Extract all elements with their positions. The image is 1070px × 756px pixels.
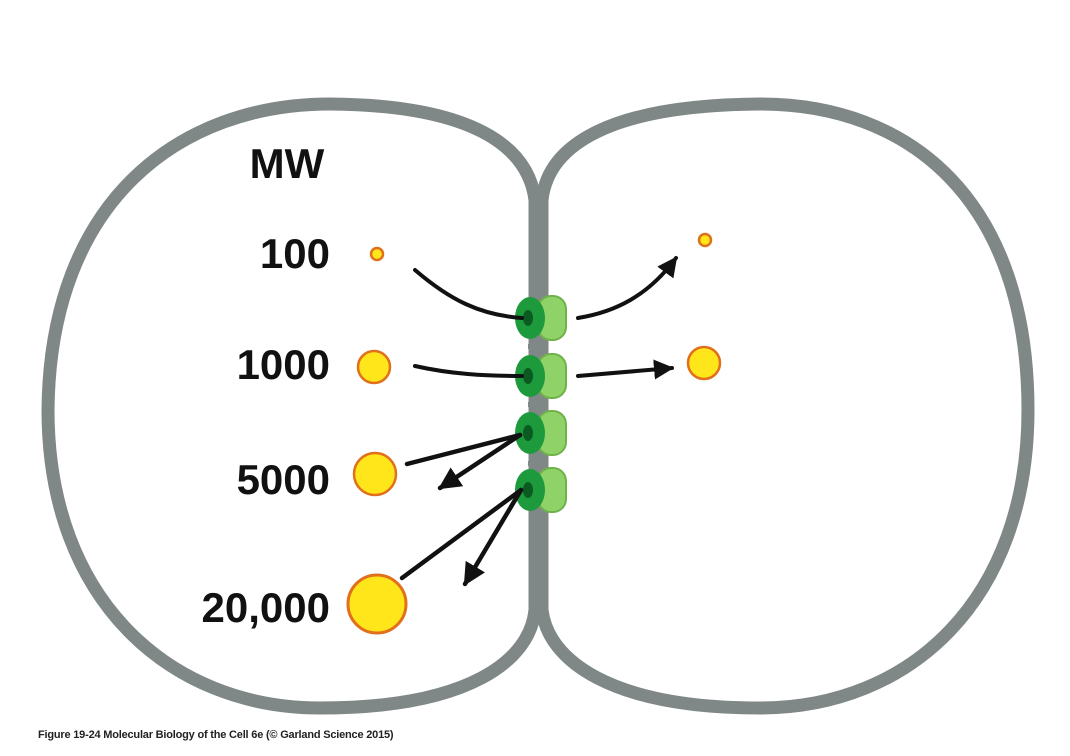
mw-label-20000: 20,000	[202, 584, 330, 631]
connexon-channel	[515, 295, 567, 341]
arrow-20000-in	[399, 487, 524, 581]
molecule-20000-left	[346, 573, 408, 635]
arrow-5000-in	[404, 432, 523, 467]
molecule-1000-left	[356, 349, 392, 385]
arrow-5000-back	[437, 432, 523, 491]
left-cell-membrane	[41, 97, 542, 715]
junction-spacer	[528, 344, 548, 349]
arrow-20000-back	[462, 487, 524, 587]
right-cell-membrane	[535, 97, 1035, 715]
junction-spacer	[528, 461, 548, 466]
molecule-100-right	[697, 232, 713, 248]
arrow-100-out	[576, 256, 678, 320]
mw-header: MW	[250, 140, 325, 187]
figure-caption: Figure 19-24 Molecular Biology of the Ce…	[38, 729, 394, 741]
molecule-100-left	[369, 246, 385, 262]
mw-label-5000: 5000	[237, 456, 330, 503]
arrow-1000-in	[413, 364, 524, 378]
arrow-100-in	[413, 268, 524, 320]
connexon-channel	[515, 467, 567, 513]
molecule-1000-right	[686, 345, 722, 381]
mw-label-100: 100	[260, 230, 330, 277]
molecule-5000-left	[352, 451, 398, 497]
connexon-channel	[515, 410, 567, 456]
connexon-channel	[515, 353, 567, 399]
gap-junction	[515, 295, 567, 513]
junction-spacer	[528, 402, 548, 407]
arrow-1000-out	[576, 359, 674, 380]
mw-label-1000: 1000	[237, 341, 330, 388]
